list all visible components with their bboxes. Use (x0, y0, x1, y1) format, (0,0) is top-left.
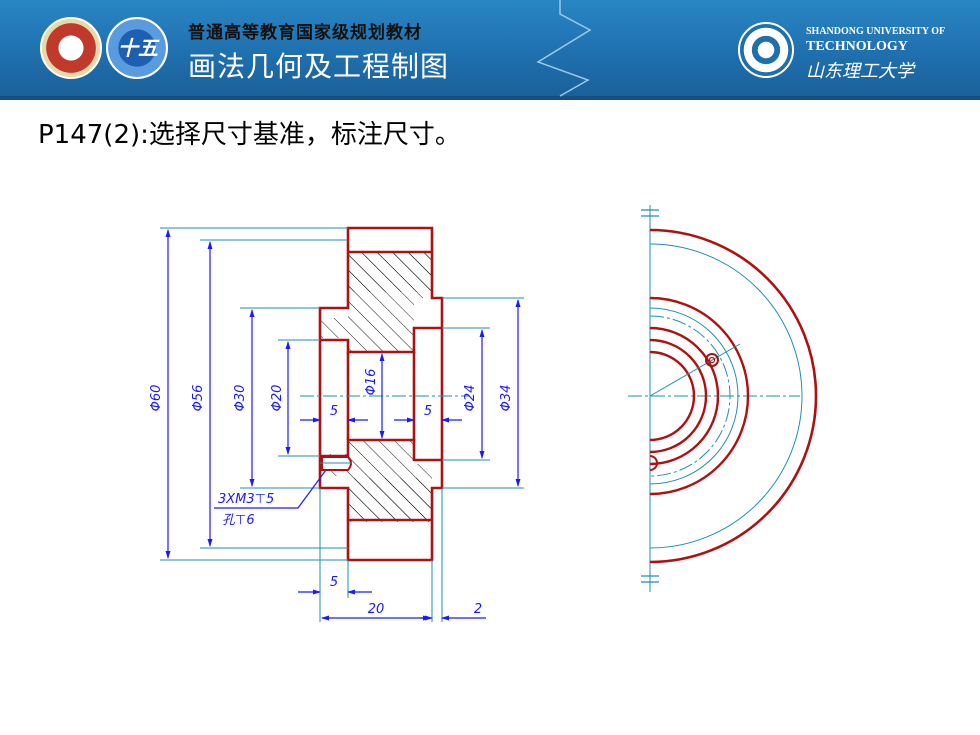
header-stripe (0, 96, 980, 100)
dim-d16: Φ16 (364, 369, 379, 396)
section-view: Φ60 Φ56 Φ30 Φ20 Φ16 Φ24 Φ34 5 5 5 20 2 3… (149, 226, 524, 622)
university-emblem-icon (738, 22, 794, 78)
course-title: 画法几何及工程制图 (188, 50, 450, 83)
chamfer-circle (649, 243, 803, 549)
dim-d34: Φ34 (499, 385, 514, 412)
extension-lines (160, 227, 524, 622)
outer-circle (649, 228, 818, 564)
dim-d60: Φ60 (149, 385, 164, 412)
hub-circle-d34 (649, 296, 750, 496)
emblem-text: 十五 (118, 36, 158, 60)
textbook-series: 普通高等教育国家级规划教材 (188, 23, 422, 43)
hatch-upper-rim (348, 252, 432, 292)
dim-d30: Φ30 (233, 385, 248, 412)
bore-upper (320, 326, 442, 354)
slide-title: P147(2):选择尺寸基准，标注尺寸。 (38, 120, 461, 150)
dim-two: 2 (474, 602, 482, 617)
dim-twenty: 20 (368, 602, 385, 617)
dim-five-bottom: 5 (330, 575, 338, 590)
bore-circle-d20 (649, 338, 708, 454)
dimension-lines (165, 229, 521, 621)
university-name-en-line1: SHANDONG UNIVERSITY OF (806, 26, 946, 37)
hub-circle-d30 (649, 307, 739, 485)
bolt-hole-upper-inner (708, 356, 716, 364)
symmetry-marks (641, 209, 659, 583)
bolt-hole-upper (705, 353, 719, 367)
university-name-cn: 山东理工大学 (806, 61, 914, 82)
bolt-circle (649, 315, 731, 477)
bore-circle-d24 (649, 326, 720, 466)
bore-circle-d16 (649, 350, 696, 442)
end-view (628, 205, 818, 592)
tenth-five-year-emblem-icon (106, 17, 168, 79)
hatch-lower-rim (348, 478, 432, 522)
dim-five-right: 5 (424, 404, 432, 419)
dim-d20: Φ20 (270, 385, 285, 412)
header-decoration (536, 0, 592, 97)
publisher-emblem-icon (40, 17, 102, 79)
hole-spec-label: 3XM3⊤5 (218, 492, 274, 507)
bolt-radial-line (649, 343, 741, 397)
hole-depth-label: 孔⊤6 (222, 513, 255, 528)
dim-d56: Φ56 (191, 385, 206, 412)
dim-five-left: 5 (330, 404, 338, 419)
dim-d24: Φ24 (463, 385, 478, 412)
university-name-en-line2: TECHNOLOGY (806, 39, 908, 54)
bolt-hole-lower (649, 455, 658, 471)
